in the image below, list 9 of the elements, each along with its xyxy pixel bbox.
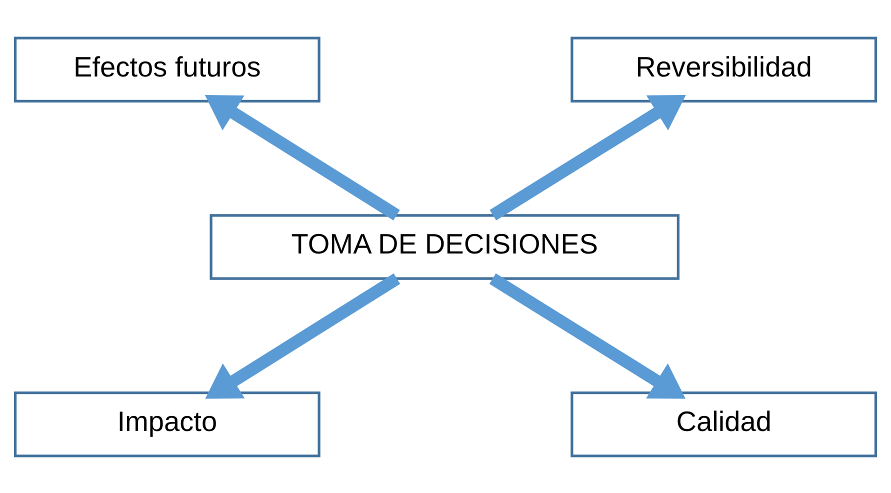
arrow (489, 272, 686, 398)
node-box: Efectos futuros (14, 36, 320, 102)
node-box: TOMA DE DECISIONES (210, 214, 680, 280)
node-box: Calidad (570, 390, 878, 457)
node-box: Reversibilidad (570, 36, 878, 102)
arrow (204, 94, 400, 220)
arrow (205, 272, 400, 398)
node-box: Impacto (14, 390, 320, 457)
arrow (490, 94, 686, 220)
